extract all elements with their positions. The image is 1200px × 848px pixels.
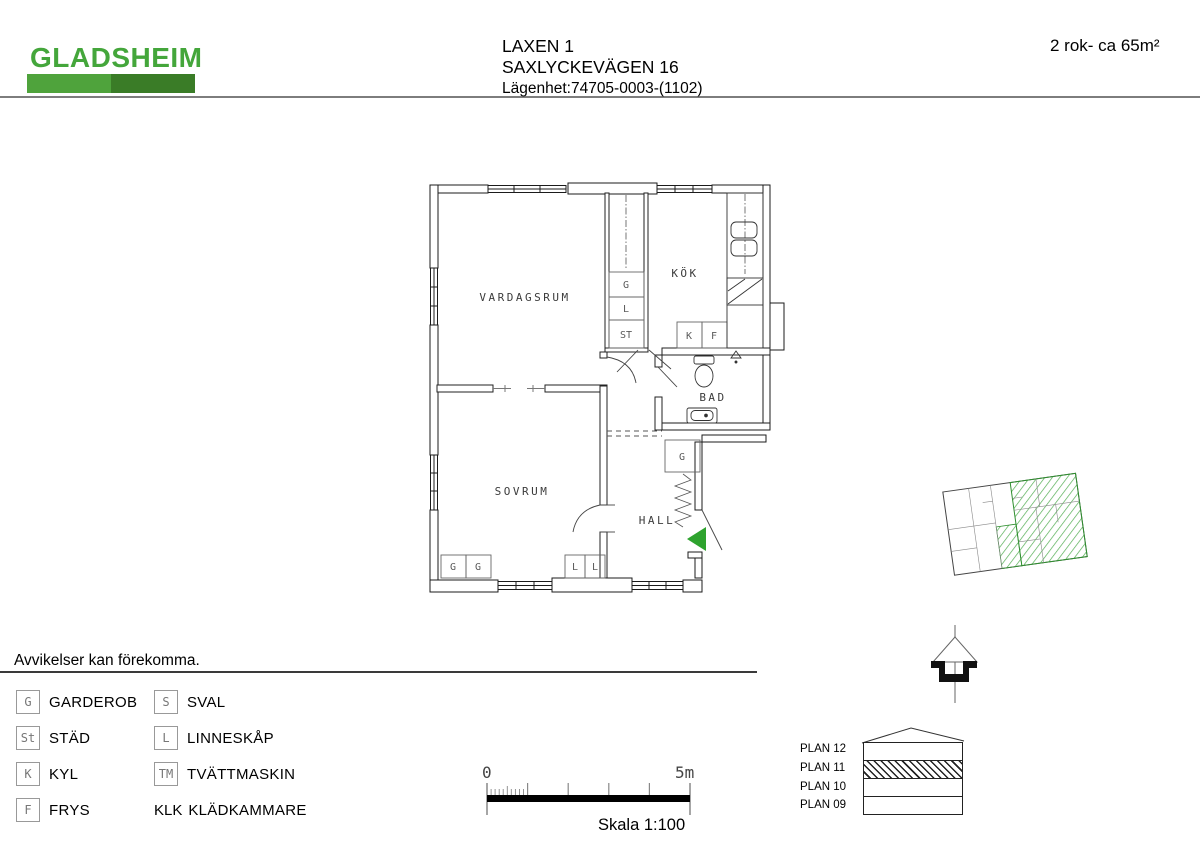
room-label-kitchen: KÖK xyxy=(671,267,698,280)
legend-item-stad: St STÄD xyxy=(16,726,90,750)
apartment-size: 2 rok- ca 65m² xyxy=(1050,36,1160,55)
legend-label: TVÄTTMASKIN xyxy=(187,765,296,783)
legend-divider xyxy=(0,671,757,673)
apartment-floorplan: VARDAGSRUM KÖK BAD SOVRUM HALL G L ST K … xyxy=(429,182,785,593)
freezer-f: F xyxy=(711,331,717,342)
door-swings xyxy=(572,349,723,551)
site-plan-walls xyxy=(948,478,1080,572)
closet-st: ST xyxy=(620,330,632,341)
legend-item-sval: S SVAL xyxy=(154,690,225,714)
street-address: SAXLYCKEVÄGEN 16 xyxy=(502,57,679,77)
floor-row-11-highlighted xyxy=(864,761,962,779)
centerlines xyxy=(625,194,746,274)
stove-icon xyxy=(730,239,758,257)
fridge-k: K xyxy=(686,331,692,342)
room-label-bath: BAD xyxy=(699,391,726,404)
toilet-icon xyxy=(694,364,714,388)
logo-bar xyxy=(27,74,195,93)
closet-g: G xyxy=(623,280,629,291)
closet-g-hall: G xyxy=(679,452,685,463)
radiator-marks xyxy=(493,385,545,392)
legend-item-garderob: G GARDEROB xyxy=(16,690,137,714)
property-name: LAXEN 1 xyxy=(502,36,574,56)
coatrack-icon xyxy=(673,473,693,528)
symbol-st: St xyxy=(16,726,40,750)
logo-bar-light xyxy=(27,74,111,93)
floor-label-12: PLAN 12 xyxy=(800,743,847,755)
legend-item-tvattmaskin: TM TVÄTTMASKIN xyxy=(154,762,295,786)
closet-boxes xyxy=(440,271,728,579)
closet-g-bedroom-1: G xyxy=(450,562,456,573)
window-symbols xyxy=(430,185,713,590)
floor-label-09: PLAN 09 xyxy=(800,799,847,811)
closet-l-bedroom-2: L xyxy=(592,562,598,573)
room-label-bedroom: SOVRUM xyxy=(495,485,550,498)
building-section-icon xyxy=(863,742,963,815)
sink-icon xyxy=(726,277,764,306)
stove-icon xyxy=(730,221,758,239)
scale-start: 0 xyxy=(482,763,492,782)
kitchen-counter xyxy=(726,192,764,349)
north-arrow-icon xyxy=(931,625,979,703)
legend-label: KLÄDKAMMARE xyxy=(188,801,307,819)
legend-item-kladkammare: KLK KLÄDKAMMARE xyxy=(154,798,307,822)
closet-l: L xyxy=(623,304,629,315)
floor-row-12 xyxy=(864,743,962,761)
legend-label: FRYS xyxy=(49,801,90,819)
symbol-s: S xyxy=(154,690,178,714)
symbol-f: F xyxy=(16,798,40,822)
room-label-hall: HALL xyxy=(639,514,676,527)
scale-end: 5m xyxy=(675,763,695,782)
dashed-opening xyxy=(607,430,662,437)
disclaimer-text: Avvikelser kan förekomma. xyxy=(14,652,200,669)
title-block: LAXEN 1 SAXLYCKEVÄGEN 16 Lägenhet:74705-… xyxy=(502,36,703,99)
header-divider xyxy=(0,96,1200,98)
legend-item-linneskap: L LINNESKÅP xyxy=(154,726,274,750)
scale-bar-graphic xyxy=(486,783,691,815)
legend-label: LINNESKÅP xyxy=(187,729,274,747)
legend-label: SVAL xyxy=(187,693,226,711)
legend-item-frys: F FRYS xyxy=(16,798,90,822)
floor-row-09 xyxy=(864,797,962,814)
apartment-highlight xyxy=(1009,472,1088,567)
closet-l-bedroom-1: L xyxy=(572,562,578,573)
scale-caption: Skala 1:100 xyxy=(598,816,686,834)
symbol-klk: KLK xyxy=(154,801,183,819)
closet-g-bedroom-2: G xyxy=(475,562,481,573)
entrance-arrow-icon xyxy=(687,527,706,551)
symbol-g: G xyxy=(16,690,40,714)
floor-indicator: PLAN 12 PLAN 11 PLAN 10 PLAN 09 xyxy=(798,712,978,822)
room-label-living: VARDAGSRUM xyxy=(479,291,570,304)
symbol-tm: TM xyxy=(154,762,178,786)
legend-label: STÄD xyxy=(49,729,91,747)
scale-bar: 0 5m Skala 1:100 xyxy=(478,758,718,843)
site-overview-plan xyxy=(942,472,1088,576)
logo-bar-dark xyxy=(111,74,195,93)
roof-icon xyxy=(861,727,965,744)
legend-label: GARDEROB xyxy=(49,693,138,711)
interior-walls xyxy=(436,192,771,579)
legend-label: KYL xyxy=(49,765,79,783)
apartment-number: Lägenhet:74705-0003-(1102) xyxy=(502,80,703,97)
symbol-k: K xyxy=(16,762,40,786)
logo-text: GLADSHEIM xyxy=(30,42,203,73)
floor-label-11: PLAN 11 xyxy=(800,762,846,774)
legend-item-kyl: K KYL xyxy=(16,762,78,786)
floor-row-10 xyxy=(864,779,962,797)
symbol-l: L xyxy=(154,726,178,750)
vent-icon xyxy=(730,350,742,359)
toilet-icon xyxy=(693,355,715,365)
floor-label-10: PLAN 10 xyxy=(800,781,847,793)
bathroom-fixtures xyxy=(686,350,742,424)
washbasin-icon xyxy=(686,407,718,424)
